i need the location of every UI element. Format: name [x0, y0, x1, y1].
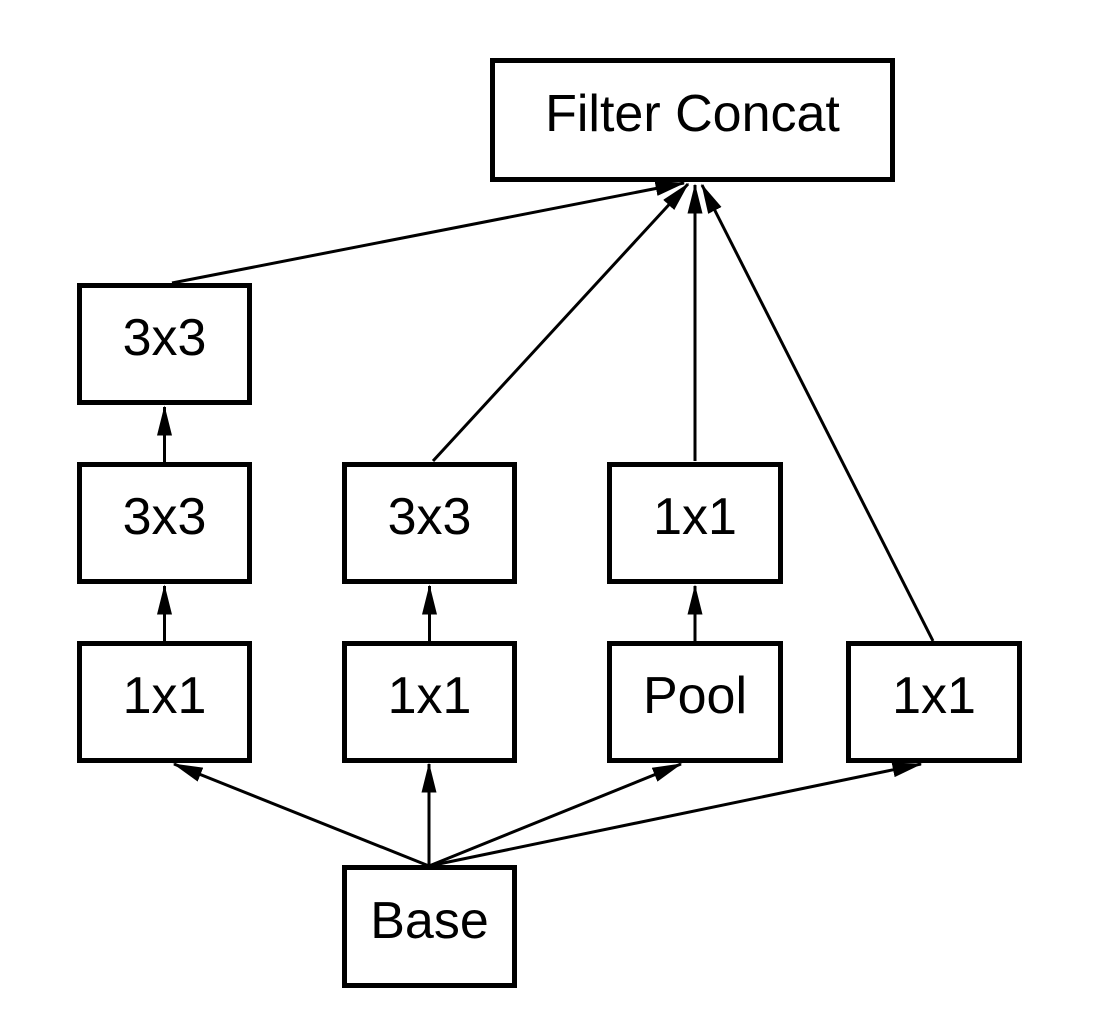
node-branch1-conv3-top: 3x3: [77, 283, 252, 405]
node-branch2-conv1: 1x1: [342, 641, 517, 763]
node-branch3-pool: Pool: [607, 641, 783, 763]
node-base: Base: [342, 865, 517, 988]
node-branch3-conv1-label: 1x1: [653, 488, 737, 546]
edge-branch4-conv1-to-filter-concat: [700, 183, 935, 642]
node-base-label: Base: [370, 891, 489, 950]
edge-branch1-conv3-top-to-filter-concat: [171, 181, 686, 285]
edge-base-to-branch3-pool: [428, 762, 683, 868]
node-branch4-conv1: 1x1: [846, 641, 1022, 763]
node-branch4-conv1-label: 1x1: [892, 667, 976, 725]
node-branch1-conv1-label: 1x1: [122, 667, 207, 725]
edge-base-to-branch4-conv1: [428, 762, 923, 868]
node-branch1-conv3-mid-label: 3x3: [122, 488, 207, 546]
node-branch2-conv3: 3x3: [342, 462, 517, 584]
node-branch2-conv1-label: 1x1: [387, 667, 472, 725]
edge-branch2-conv3-to-filter-concat: [431, 182, 690, 463]
node-branch2-conv3-label: 3x3: [387, 488, 472, 546]
node-branch1-conv3-top-label: 3x3: [122, 309, 207, 367]
node-branch3-conv1: 1x1: [607, 462, 783, 584]
node-branch1-conv3-mid: 3x3: [77, 462, 252, 584]
node-branch3-pool-label: Pool: [642, 667, 748, 725]
node-branch1-conv1: 1x1: [77, 641, 252, 763]
edge-base-to-branch1-conv1: [172, 762, 430, 868]
node-filter-concat: Filter Concat: [490, 58, 895, 182]
node-filter-concat-label: Filter Concat: [545, 85, 840, 143]
